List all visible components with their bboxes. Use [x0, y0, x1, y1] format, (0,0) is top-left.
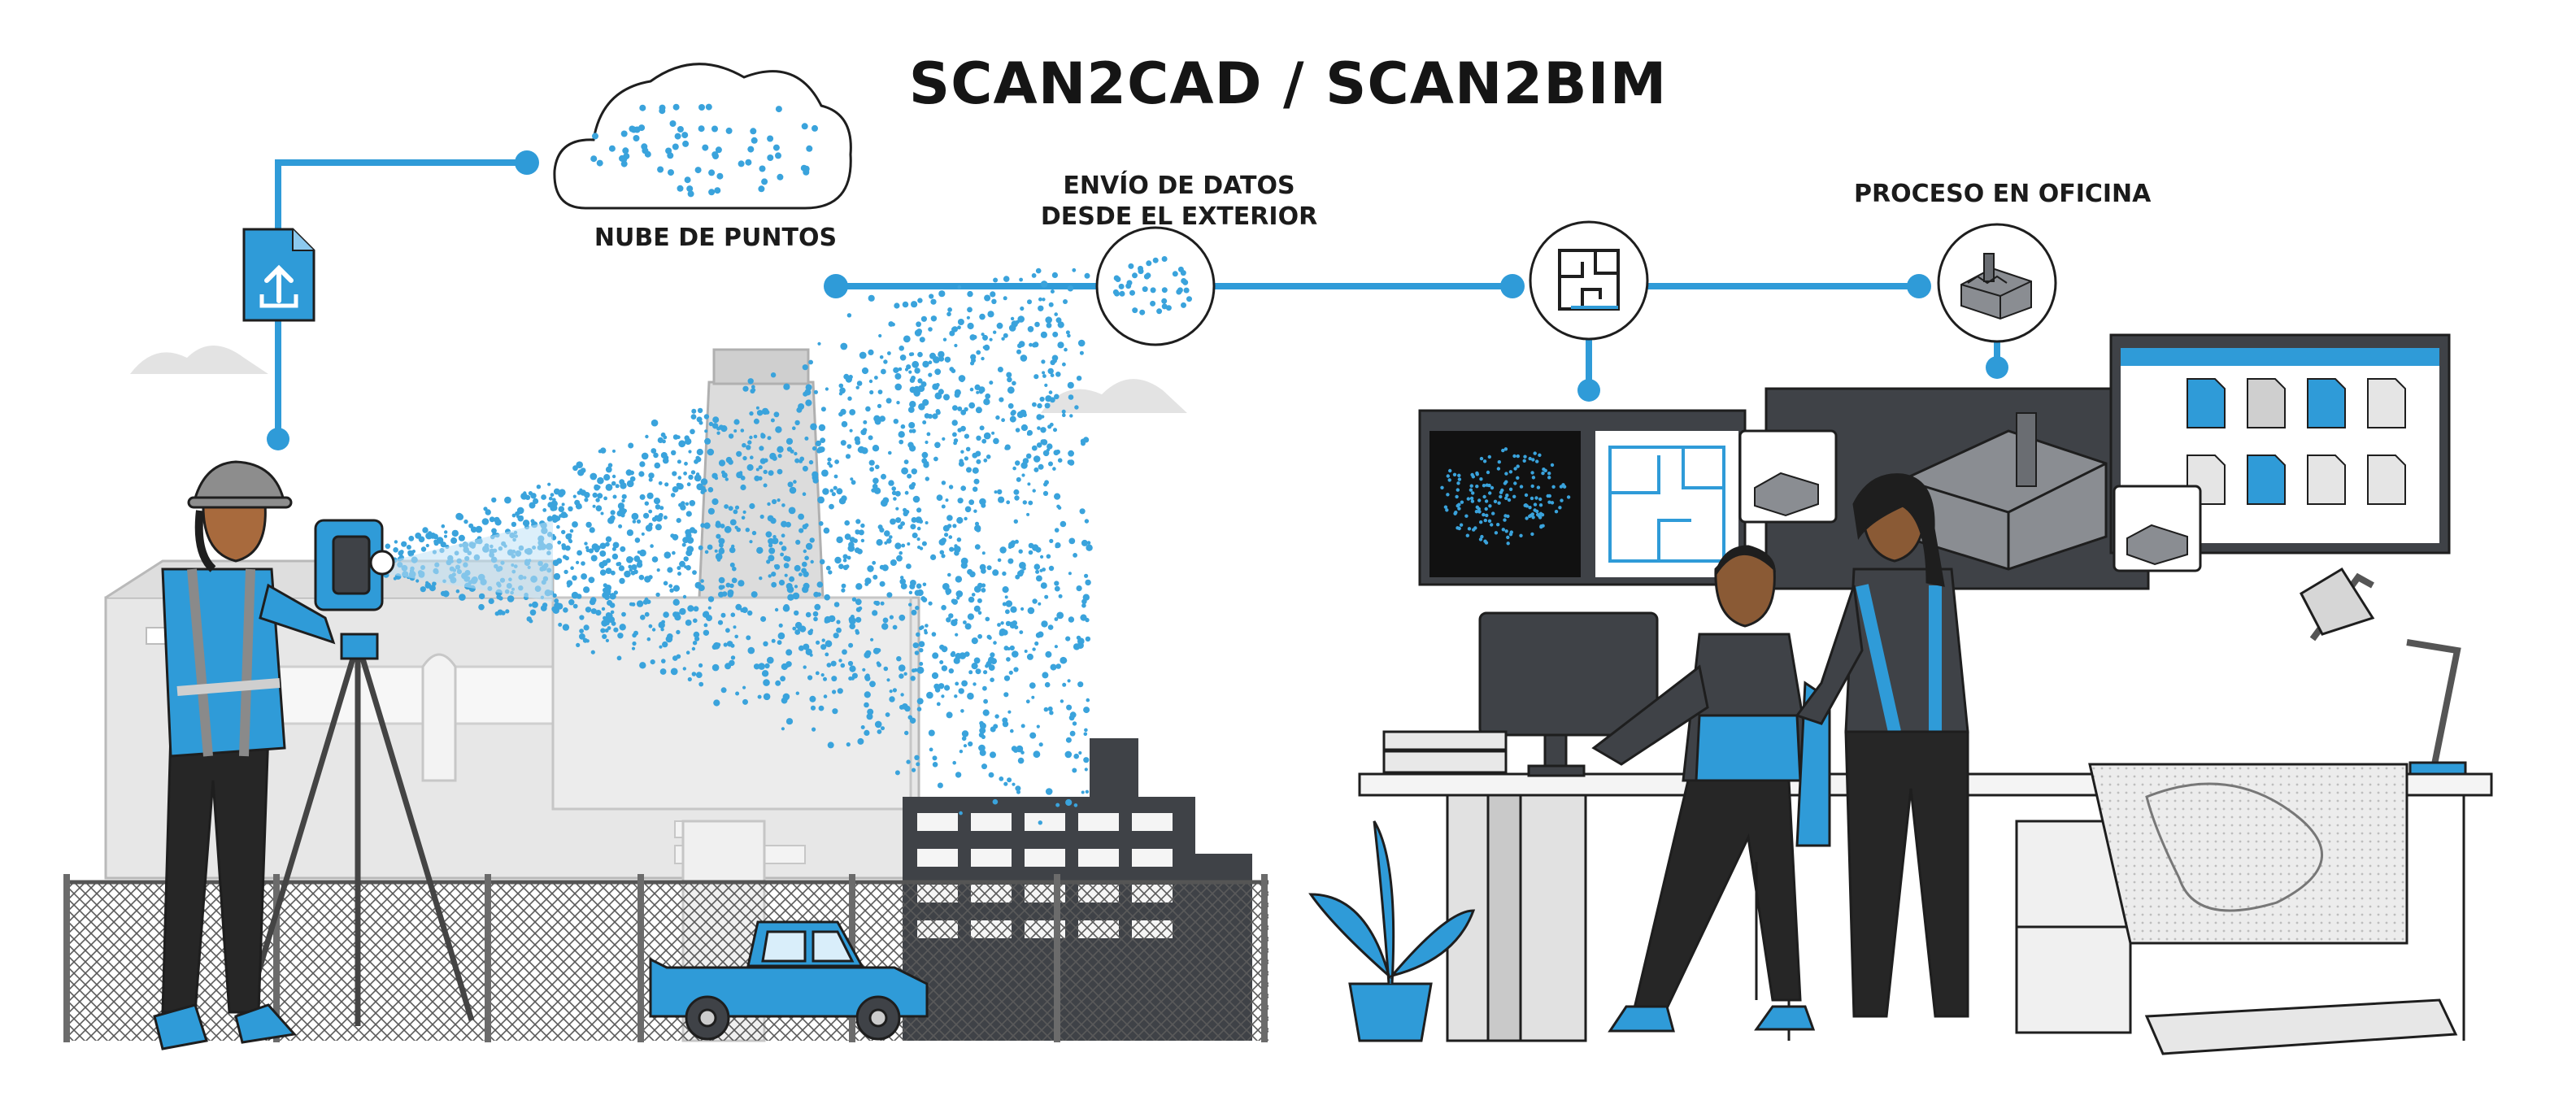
pickup-truck — [649, 920, 929, 1041]
laser-beam — [358, 520, 553, 602]
upload-file-icon — [242, 228, 315, 322]
surveyor-with-scanner — [153, 460, 475, 1050]
point-cloud-icon — [553, 63, 852, 210]
point-cloud-label: NUBE DE PUNTOS — [594, 224, 838, 252]
office-process-label: PROCESO EN OFICINA — [1854, 180, 2152, 208]
page-title: SCAN2CAD / SCAN2BIM — [908, 50, 1668, 117]
background-clouds — [130, 346, 1187, 413]
monitor-wall — [1418, 333, 2451, 590]
data-send-label-line2: DESDE EL EXTERIOR — [1040, 202, 1318, 231]
data-points-icon — [1095, 226, 1216, 346]
floor-plan-icon — [1529, 220, 1649, 341]
connector-nodes — [267, 150, 2008, 450]
workflow-connectors — [275, 159, 2000, 442]
data-send-label-line1: ENVÍO DE DATOS — [1063, 172, 1295, 200]
factory-model-icon — [1937, 223, 2057, 343]
office-workers — [1591, 473, 1969, 1033]
office-desk — [1308, 567, 2493, 1055]
scanned-point-cloud — [383, 267, 1093, 825]
